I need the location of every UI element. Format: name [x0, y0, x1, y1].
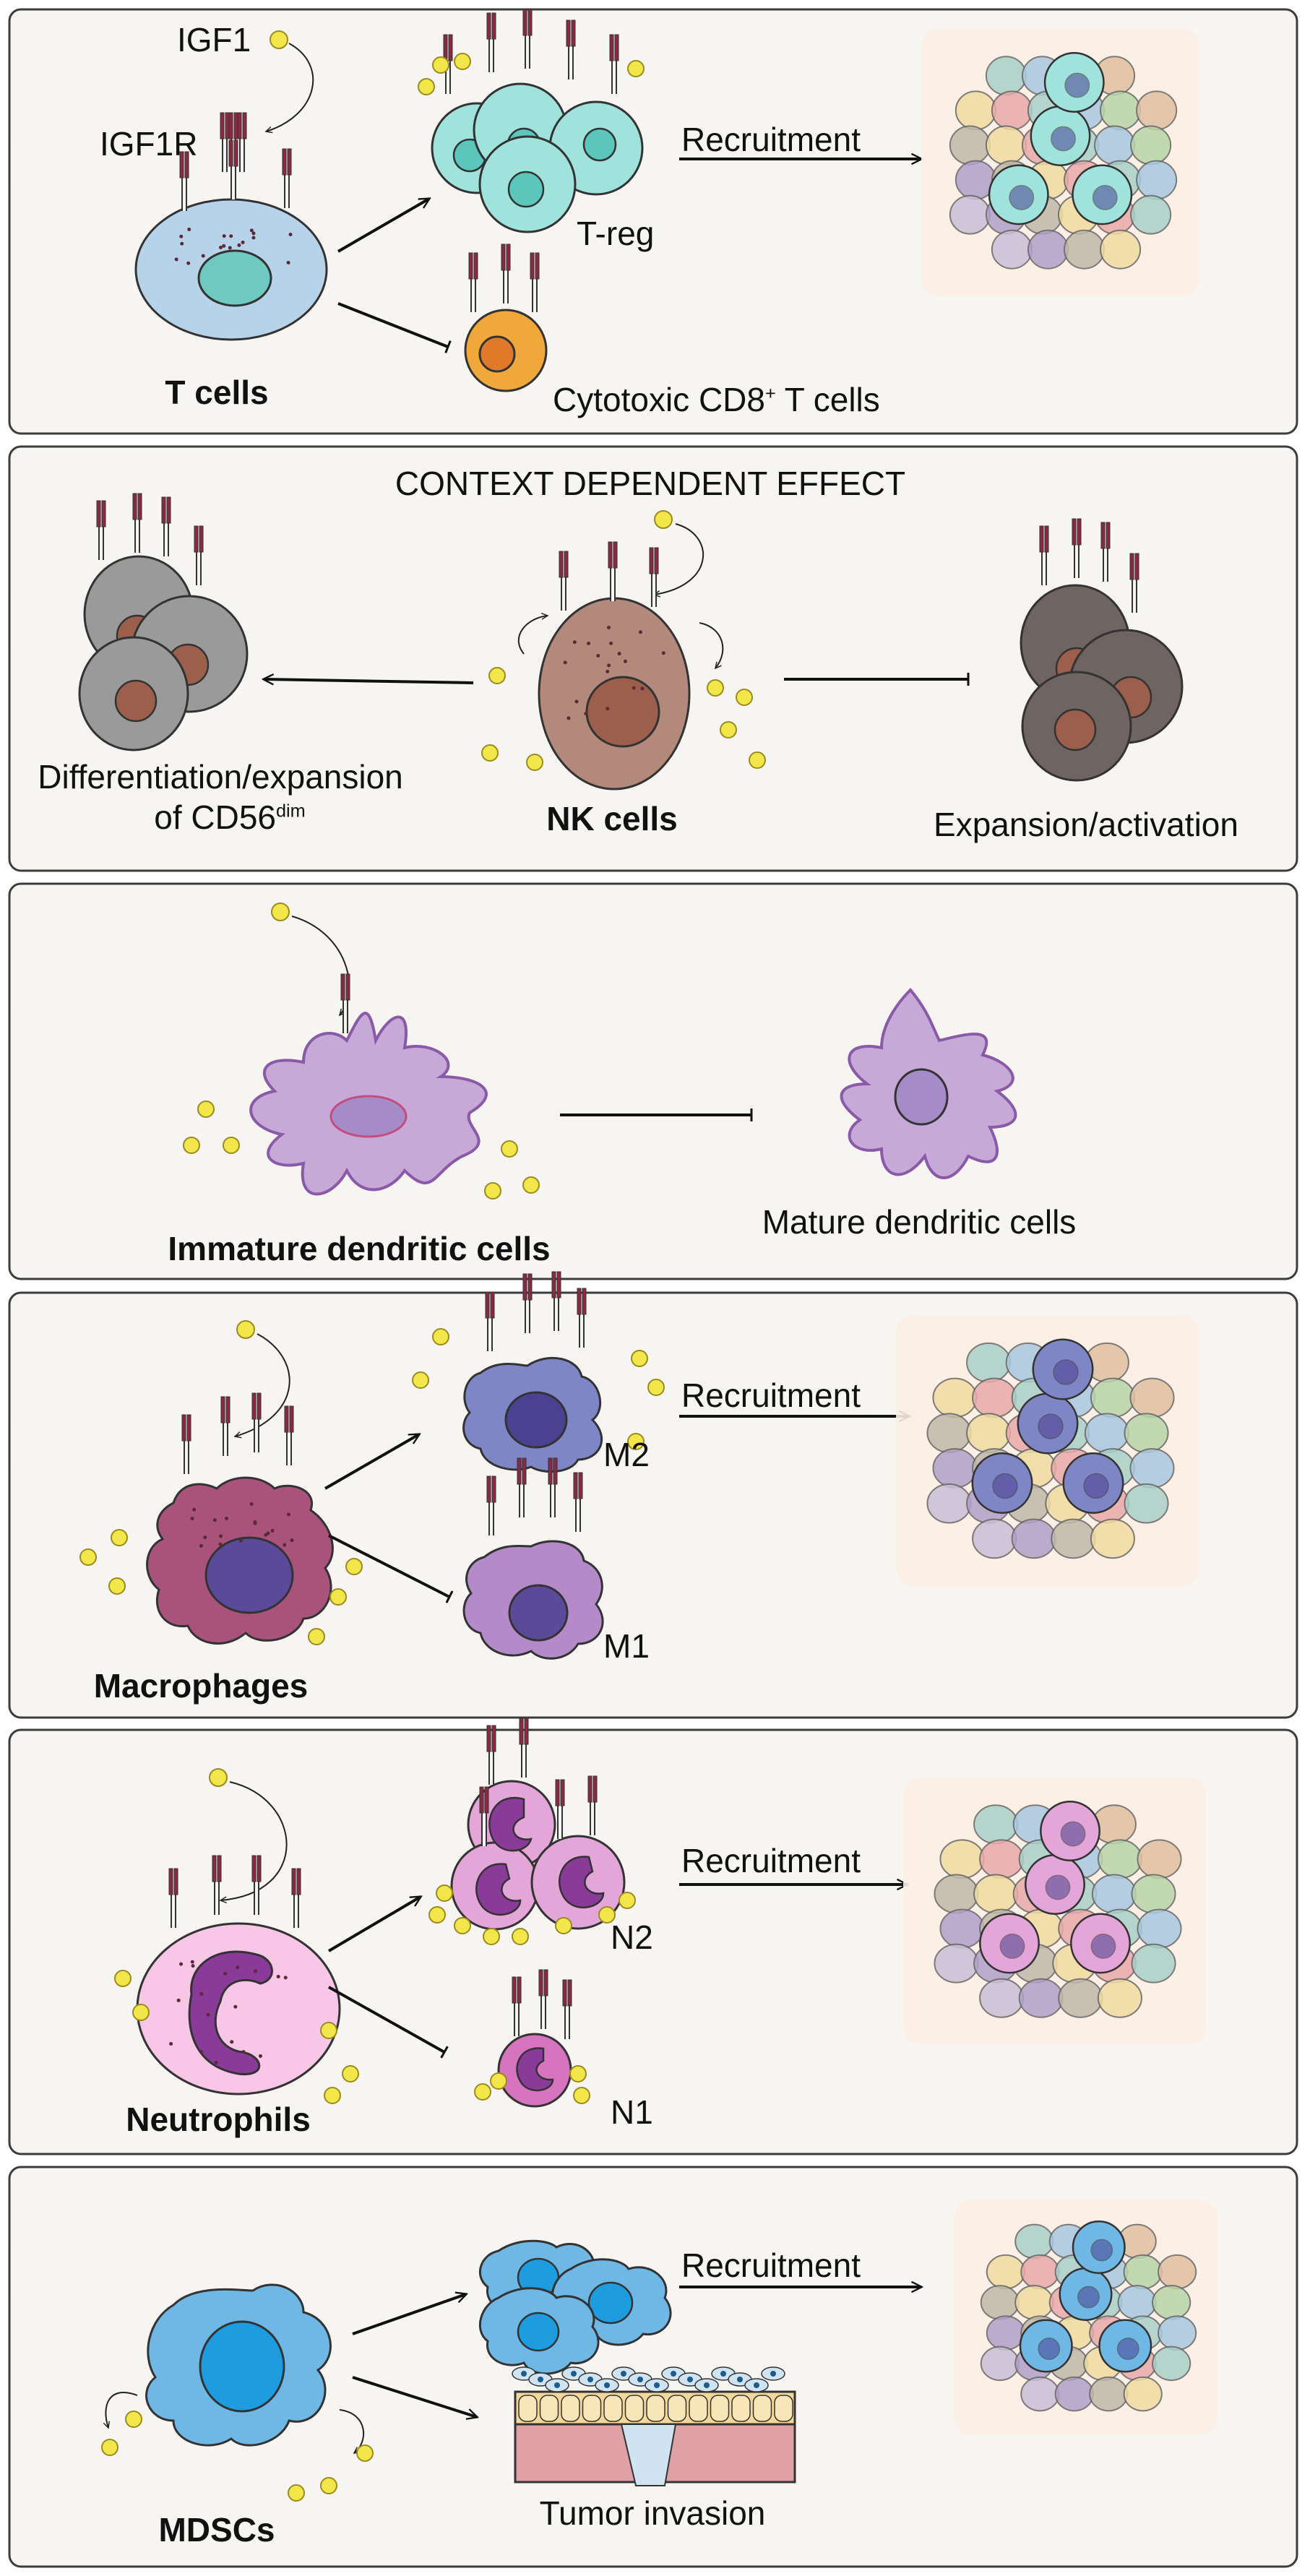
igf1r-receptor-icon — [181, 1392, 294, 1474]
context-header: CONTEXT DEPENDENT EFFECT — [395, 465, 906, 502]
mdsc-panel-art — [101, 2200, 1218, 2502]
dendritic-panel-art — [183, 903, 1017, 1199]
activation-arrow-invasion — [352, 2376, 477, 2417]
tumor-tissue-m2 — [896, 1315, 1199, 1586]
ligand — [654, 510, 673, 529]
treg-label: T-reg — [577, 215, 655, 252]
cd56dim-label-line2: of CD56dim — [154, 801, 306, 834]
tumor-tissue-n2 — [903, 1778, 1207, 2045]
cd56dim-label-sup: dim — [275, 801, 306, 822]
binding-curve-icon — [264, 43, 314, 134]
granule-dots — [174, 228, 293, 265]
igf1-ligand-dots — [481, 667, 766, 771]
igf1-ligand-dots — [114, 1970, 359, 2104]
igf1-ligand-dots — [428, 1884, 636, 1945]
nk-panel-art — [78, 493, 1184, 791]
inhibition-arrow-n1 — [328, 1986, 449, 2059]
cd56dim-label-line1: Differentiation/expansion — [38, 758, 403, 796]
activation-arrow-m2 — [324, 1434, 419, 1490]
igf1r-receptor — [220, 112, 247, 172]
immature-dc-label: Immature dendritic cells — [168, 1230, 551, 1267]
neutrophils-label: Neutrophils — [126, 2101, 311, 2138]
cd8-label-sup: + — [764, 383, 776, 404]
recruitment-label: Recruitment — [681, 1377, 861, 1414]
igf1r-label: IGF1R — [100, 125, 198, 163]
igf1r-receptor-icon — [468, 244, 540, 312]
cd56dim-cluster — [78, 493, 249, 751]
mdsc-cluster — [478, 2239, 672, 2375]
nk-expansion-cluster — [1020, 518, 1184, 782]
macrophage-panel-art — [79, 1271, 1199, 1660]
inhibition-arrow-cd8 — [337, 302, 452, 353]
n2-cluster — [428, 1718, 636, 1945]
activation-arrow-recruitment — [352, 2294, 466, 2335]
igf1r-receptor-icon — [96, 493, 204, 585]
igf1-label: IGF1 — [177, 21, 251, 59]
igf1r-receptor-icon — [485, 1271, 587, 1351]
macrophages-label: Macrophages — [93, 1667, 309, 1705]
cd8-label-tail: T cells — [775, 381, 880, 418]
recruitment-label: Recruitment — [681, 2247, 861, 2284]
igf1-ligand — [270, 30, 288, 49]
recruitment-label: Recruitment — [681, 121, 861, 158]
igf1r-receptor-icon — [559, 541, 659, 611]
igf1-ligand-dots — [79, 1529, 363, 1645]
tumor-tissue-mdsc — [954, 2200, 1218, 2435]
cd8-label: Cytotoxic CD8+ T cells — [553, 383, 880, 416]
m1-label: M1 — [603, 1627, 650, 1665]
cd8-label-main: Cytotoxic CD8 — [553, 381, 765, 418]
tumor-invasion-illustration — [512, 2366, 796, 2486]
granule-dots — [190, 1502, 294, 1548]
igf1-ligand-dots — [412, 1328, 665, 1450]
igf1-ligand-dots — [418, 53, 645, 95]
igf1r-receptor-icon — [486, 1457, 583, 1535]
igf1r-receptor-icon — [168, 1855, 301, 1928]
n1-label: N1 — [611, 2093, 653, 2131]
activation-arrow-treg — [337, 199, 429, 253]
tumor-tissue-treg — [921, 29, 1199, 296]
t-cells-label: T cells — [165, 374, 269, 411]
n1-neutrophil — [474, 1969, 590, 2108]
treg-cluster — [418, 9, 645, 233]
nk-nucleus — [585, 676, 660, 748]
igf1r-receptor-icon — [1039, 518, 1139, 613]
neutrophil-nucleus — [188, 1950, 273, 2076]
activation-arrow-n2 — [327, 1897, 421, 1952]
tumor-invasion-label: Tumor invasion — [539, 2494, 766, 2532]
igf1r-receptor-icon — [512, 1969, 572, 2039]
granule-dots — [169, 1960, 288, 2065]
igf1r-receptor-icon — [340, 973, 350, 1033]
igf1r-receptor-icon — [179, 139, 292, 211]
m2-label: M2 — [603, 1436, 650, 1473]
panel-dendritic — [8, 882, 1298, 1280]
igf1-ligand-dots — [101, 2411, 374, 2502]
inhibition-arrow-m1 — [328, 1534, 454, 1603]
igf1-ligand-dots — [183, 1100, 540, 1199]
cd8-nucleus — [478, 335, 516, 373]
recruitment-label: Recruitment — [681, 1842, 861, 1879]
t-cell-nucleus — [197, 249, 272, 307]
cd56dim-label-main: of CD56 — [154, 798, 276, 836]
activation-arrow-cd56dim — [264, 679, 474, 683]
t-cells-panel-art — [134, 9, 1199, 392]
expansion-activation-label: Expansion/activation — [934, 806, 1238, 843]
nk-cells-label: NK cells — [546, 800, 678, 837]
igf1r-receptor-icon — [479, 1718, 598, 1846]
mature-dc-label: Mature dendritic cells — [762, 1203, 1077, 1241]
n2-label: N2 — [611, 1918, 653, 1956]
igf1-ligand-dots — [474, 2065, 590, 2104]
neutrophil-panel-art — [114, 1718, 1207, 2108]
granule-dots — [563, 626, 665, 720]
mdscs-label: MDSCs — [158, 2511, 275, 2549]
